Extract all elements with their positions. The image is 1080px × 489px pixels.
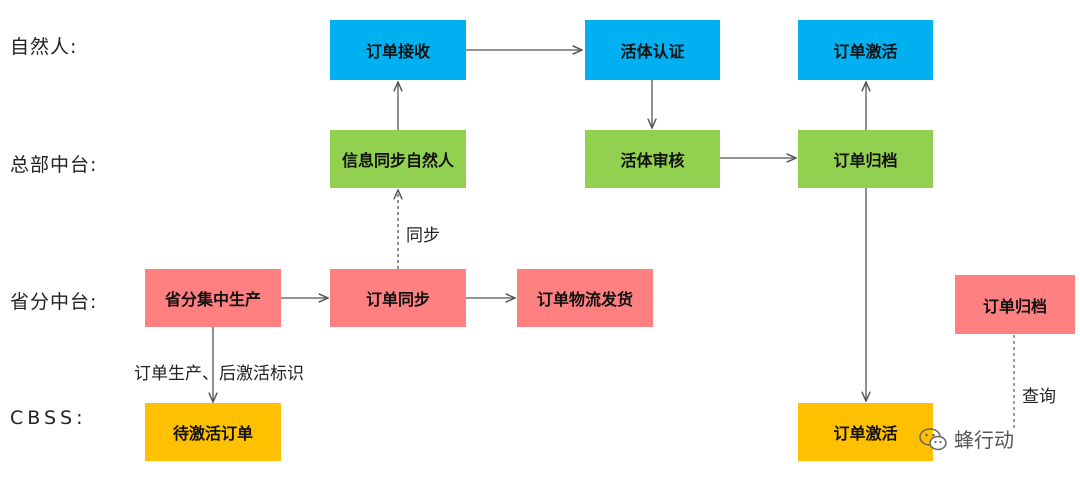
node-order-activate-top: 订单激活 xyxy=(798,20,933,80)
wechat-icon xyxy=(919,427,947,450)
lane-label-hq: 总部中台: xyxy=(10,154,98,176)
node-order-sync: 订单同步 xyxy=(330,269,466,327)
lane-label-cbss: CBSS: xyxy=(10,407,87,429)
lane-label-natural: 自然人: xyxy=(10,36,78,58)
node-province-production: 省分集中生产 xyxy=(145,269,281,327)
node-logistics: 订单物流发货 xyxy=(517,269,653,327)
node-liveness-auth: 活体认证 xyxy=(585,20,720,80)
node-liveness-review: 活体审核 xyxy=(585,130,720,188)
watermark: 蜂行动 xyxy=(918,424,1014,453)
node-order-activate-bottom: 订单激活 xyxy=(798,403,933,461)
edge-label-sync: 同步 xyxy=(406,226,440,246)
node-order-archive-right: 订单归档 xyxy=(955,275,1075,334)
watermark-text: 蜂行动 xyxy=(954,428,1014,452)
node-pending-activation: 待激活订单 xyxy=(145,403,281,461)
node-order-receive: 订单接收 xyxy=(330,20,466,80)
edge-label-generate: 订单生产、后激活标识 xyxy=(134,364,304,384)
node-order-archive-hq: 订单归档 xyxy=(798,130,933,188)
node-sync-natural: 信息同步自然人 xyxy=(330,130,466,188)
edge-label-query: 查询 xyxy=(1022,387,1056,407)
lane-label-province: 省分中台: xyxy=(10,291,98,313)
